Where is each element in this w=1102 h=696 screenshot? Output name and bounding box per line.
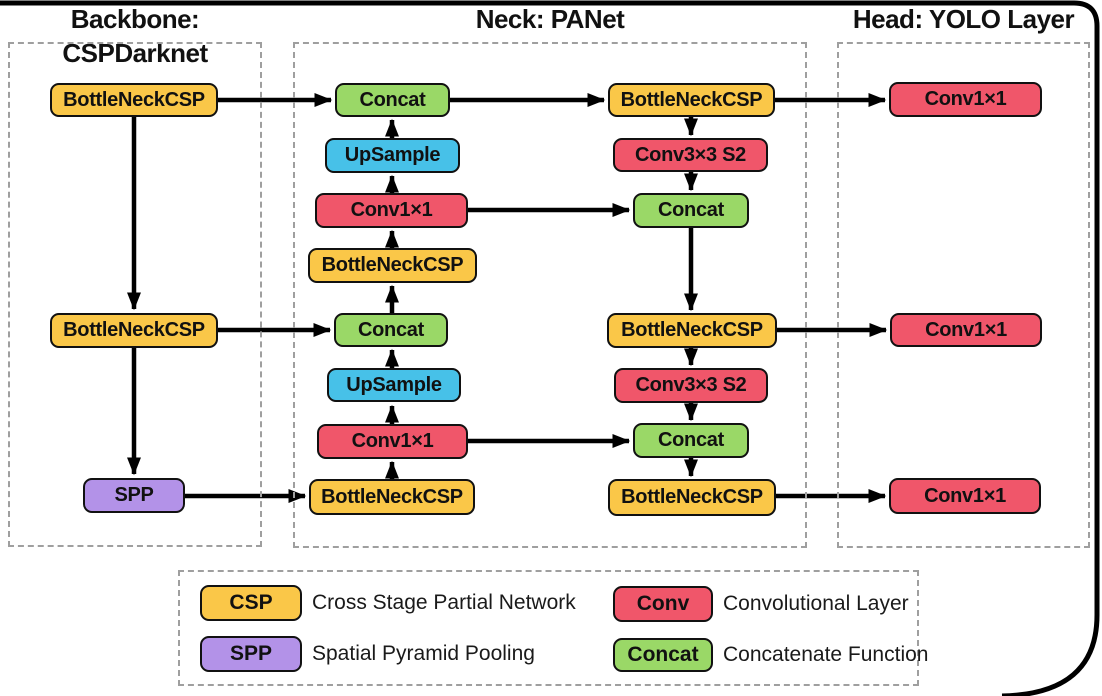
node-neck-conv3x3s2-2: Conv3×3 S2 [614,368,768,403]
legend-swatch-concat: Concat [613,638,713,672]
node-neck-conv1x1-2: Conv1×1 [317,424,468,459]
node-neck-bottleneckcsp-right-3: BottleNeckCSP [608,479,776,516]
node-neck-concat-2: Concat [334,313,448,347]
node-head-conv1x1-3: Conv1×1 [889,478,1041,514]
neck-title: Neck: PANet [475,4,625,34]
node-backbone-bottleneckcsp-1: BottleNeckCSP [50,83,218,117]
node-head-conv1x1-2: Conv1×1 [890,313,1042,347]
backbone-title: Backbone: CSPDarknet [62,4,208,68]
head-region [837,42,1090,548]
head-title: Head: YOLO Layer [852,4,1075,34]
node-neck-concat-right-1: Concat [633,193,749,228]
legend-swatch-spp: SPP [200,636,302,672]
legend-desc-conv: Convolutional Layer [723,592,909,615]
legend-desc-csp: Cross Stage Partial Network [312,591,576,614]
node-neck-upsample-2: UpSample [327,368,461,402]
node-neck-bottleneckcsp-bottom: BottleNeckCSP [309,479,475,515]
legend-box: CSP Cross Stage Partial Network SPP Spat… [178,570,928,686]
legend-desc-concat: Concatenate Function [723,643,929,666]
legend-desc-spp: Spatial Pyramid Pooling [312,642,535,665]
node-backbone-spp: SPP [83,478,185,513]
node-backbone-bottleneckcsp-2: BottleNeckCSP [50,313,218,348]
node-neck-upsample-1: UpSample [325,138,460,173]
node-neck-bottleneckcsp-mid: BottleNeckCSP [308,248,477,283]
node-head-conv1x1-1: Conv1×1 [889,82,1042,117]
neck-region [293,42,807,548]
node-neck-conv3x3s2-1: Conv3×3 S2 [613,138,768,172]
backbone-region [8,42,262,547]
node-neck-bottleneckcsp-right-1: BottleNeckCSP [608,83,775,117]
node-neck-bottleneckcsp-right-2: BottleNeckCSP [607,313,777,348]
legend-swatch-conv: Conv [613,586,713,622]
node-neck-conv1x1-1: Conv1×1 [315,193,468,228]
node-neck-concat-right-2: Concat [633,423,749,458]
legend-swatch-csp: CSP [200,585,302,621]
node-neck-concat-1: Concat [335,83,450,117]
